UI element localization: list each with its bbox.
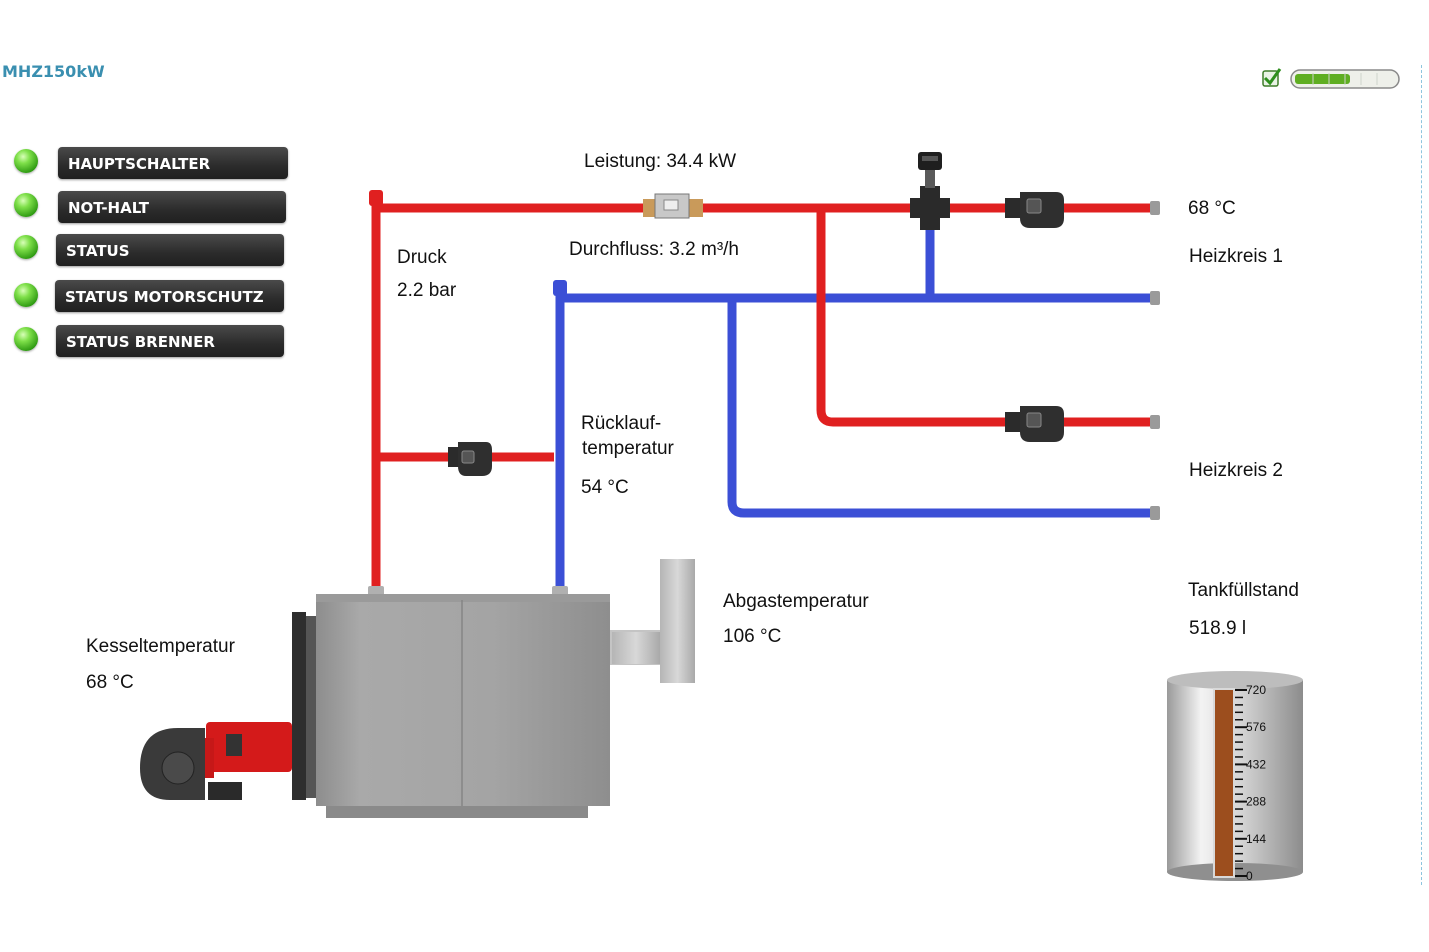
heizkreis-1-label: Heizkreis 1 xyxy=(1189,246,1283,267)
druck-label: Druck xyxy=(397,247,447,268)
ruecklauf-value: 54 °C xyxy=(581,477,629,498)
leistung-value: Leistung: 34.4 kW xyxy=(584,151,737,172)
mixing-valve-icon xyxy=(910,152,950,230)
signal-bar xyxy=(1290,69,1400,89)
tank-tick-label: 144 xyxy=(1246,832,1266,846)
tank-scale: 720 576 432 288 144 0 xyxy=(1235,683,1266,883)
pump-icon xyxy=(1005,406,1064,442)
flow-meter-icon xyxy=(643,193,703,219)
status-led xyxy=(14,149,38,173)
tank-tick-label: 720 xyxy=(1246,683,1266,697)
ruecklauf-label-line2: temperatur xyxy=(582,438,674,459)
exhaust-stack xyxy=(604,559,695,683)
heizkreis-2-label: Heizkreis 2 xyxy=(1189,460,1283,481)
boiler-icon xyxy=(292,594,610,818)
status-led xyxy=(14,327,38,351)
kessel-label: Kesseltemperatur xyxy=(86,636,235,657)
check-icon xyxy=(1262,68,1282,87)
durchfluss-value: Durchfluss: 3.2 m³/h xyxy=(569,239,739,260)
return-pipes xyxy=(555,212,1156,590)
abgas-label: Abgastemperatur xyxy=(723,591,869,612)
status-led xyxy=(14,235,38,259)
connection-status xyxy=(1260,66,1402,92)
tank-tick-label: 0 xyxy=(1246,869,1253,883)
page-divider xyxy=(1421,65,1422,885)
tank-tick-label: 432 xyxy=(1246,757,1266,771)
burner-icon xyxy=(140,722,292,800)
tank-tick-label: 288 xyxy=(1246,795,1266,809)
tank-tick-label: 576 xyxy=(1246,720,1266,734)
pump-icon xyxy=(1005,192,1064,228)
hauptschalter-button[interactable]: HAUPTSCHALTER xyxy=(58,147,288,179)
not-halt-button[interactable]: NOT-HALT xyxy=(58,191,286,223)
tank-value: 518.9 l xyxy=(1189,618,1247,639)
druck-value: 2.2 bar xyxy=(397,280,457,301)
kessel-value: 68 °C xyxy=(86,672,134,693)
app-title: MHZ150kW xyxy=(2,62,105,81)
oil-tank-icon xyxy=(1167,671,1303,881)
pump-icon xyxy=(448,442,492,476)
vorlauf-value: 68 °C xyxy=(1188,198,1236,219)
brenner-button[interactable]: STATUS BRENNER xyxy=(56,325,284,357)
tank-label: Tankfüllstand xyxy=(1188,580,1299,601)
abgas-value: 106 °C xyxy=(723,626,782,647)
supply-pipes xyxy=(371,203,1156,590)
status-led xyxy=(14,283,38,307)
motorschutz-button[interactable]: STATUS MOTORSCHUTZ xyxy=(55,280,284,312)
ruecklauf-label-line1: Rücklauf- xyxy=(581,413,662,434)
status-led xyxy=(14,193,38,217)
